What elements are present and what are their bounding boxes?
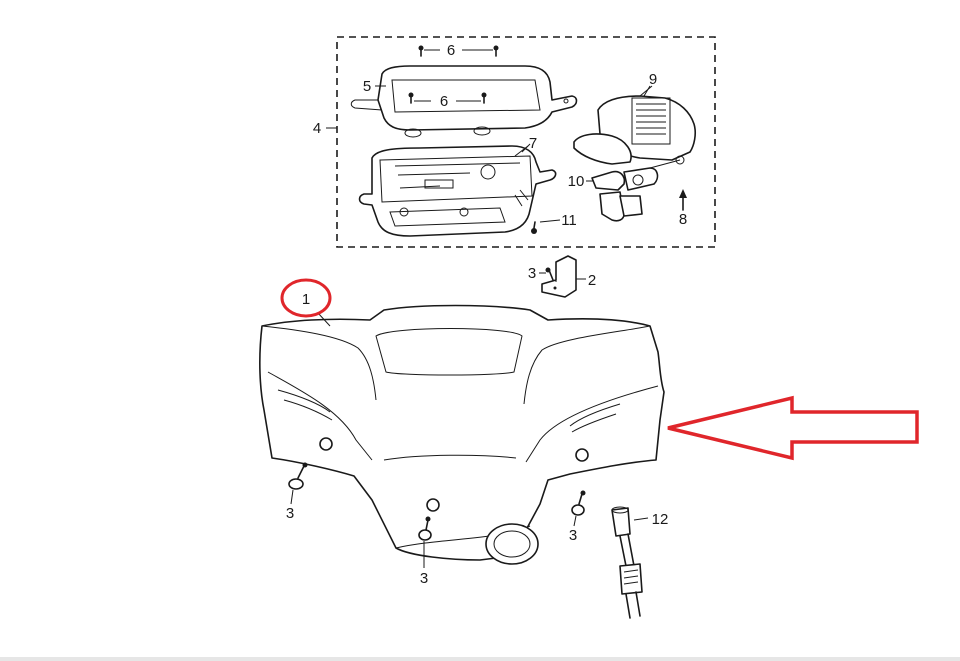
callout-2: 2 <box>588 272 596 289</box>
leader-arrow-8 <box>679 189 687 211</box>
leader-7 <box>521 143 531 153</box>
callout-10: 10 <box>568 173 585 190</box>
leader-9 <box>643 85 651 97</box>
callout-3-mid: 3 <box>420 570 428 587</box>
callout-1: 1 <box>302 291 310 308</box>
callout-9: 9 <box>649 71 657 88</box>
meter-body <box>358 145 557 237</box>
highlight-arrow <box>667 395 919 461</box>
handlebar-cover <box>259 304 665 565</box>
bulb-socket-10 <box>586 155 685 222</box>
callout-5: 5 <box>363 78 371 95</box>
highlight-circle <box>280 278 332 318</box>
callout-12: 12 <box>652 511 669 528</box>
screw-6-lower <box>408 92 487 104</box>
screw-3-left <box>288 462 308 505</box>
cable-12 <box>611 506 649 619</box>
callout-8: 8 <box>679 211 687 228</box>
screw-6-upper <box>418 45 499 57</box>
callout-7: 7 <box>529 135 537 152</box>
callout-3-right: 3 <box>569 527 577 544</box>
meter-lens-cover <box>350 65 578 138</box>
subassembly-box <box>336 36 716 248</box>
screw-3-right <box>571 490 586 527</box>
callout-6-lower: 6 <box>440 93 448 110</box>
bulb-harness <box>573 85 697 165</box>
callout-3-left: 3 <box>286 505 294 522</box>
callout-11: 11 <box>561 212 577 229</box>
callout-6-upper: 6 <box>447 42 455 59</box>
callout-3-bracket: 3 <box>528 265 536 282</box>
bottom-edge-bar <box>0 657 960 661</box>
bracket-2 <box>539 255 586 298</box>
screw-11 <box>531 219 561 234</box>
screw-3-mid <box>418 516 432 568</box>
callout-4: 4 <box>313 120 321 137</box>
